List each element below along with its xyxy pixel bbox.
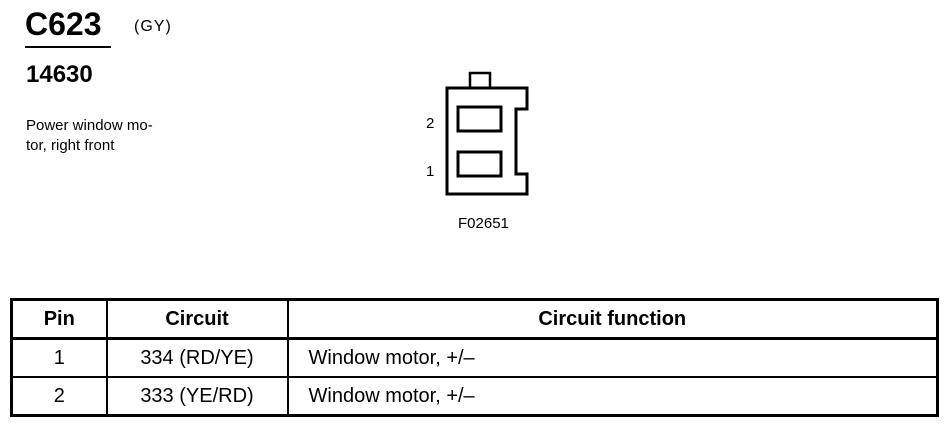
cell-function: Window motor, +/– bbox=[286, 376, 939, 417]
pin-label-1: 1 bbox=[426, 163, 435, 180]
description-line-2: tor, right front bbox=[26, 137, 115, 154]
pin-label-2: 2 bbox=[426, 115, 435, 132]
table-row: 1 334 (RD/YE) Window motor, +/– bbox=[10, 337, 939, 378]
figure-code: F02651 bbox=[458, 215, 509, 232]
table-header-row: Pin Circuit Circuit function bbox=[10, 298, 939, 340]
header-pin: Pin bbox=[10, 298, 108, 340]
cell-circuit: 334 (RD/YE) bbox=[105, 337, 289, 378]
header-circuit-function: Circuit function bbox=[286, 298, 939, 340]
cell-pin: 1 bbox=[10, 337, 108, 378]
header-circuit: Circuit bbox=[105, 298, 289, 340]
part-number: 14630 bbox=[26, 61, 93, 88]
pinout-table: Pin Circuit Circuit function 1 334 (RD/Y… bbox=[10, 298, 939, 417]
cell-function: Window motor, +/– bbox=[286, 337, 939, 378]
cell-pin: 2 bbox=[10, 376, 108, 417]
table-row: 2 333 (YE/RD) Window motor, +/– bbox=[10, 376, 939, 417]
title-underline bbox=[25, 46, 111, 48]
connector-face-diagram: 2 1 F02651 bbox=[410, 66, 560, 236]
connector-id: C623 bbox=[25, 6, 102, 42]
description-line-1: Power window mo- bbox=[26, 117, 153, 134]
connector-description: Power window mo- tor, right front bbox=[26, 116, 186, 156]
cell-circuit: 333 (YE/RD) bbox=[105, 376, 289, 417]
connector-color-code: (GY) bbox=[134, 18, 172, 35]
connector-face-icon bbox=[445, 71, 529, 196]
